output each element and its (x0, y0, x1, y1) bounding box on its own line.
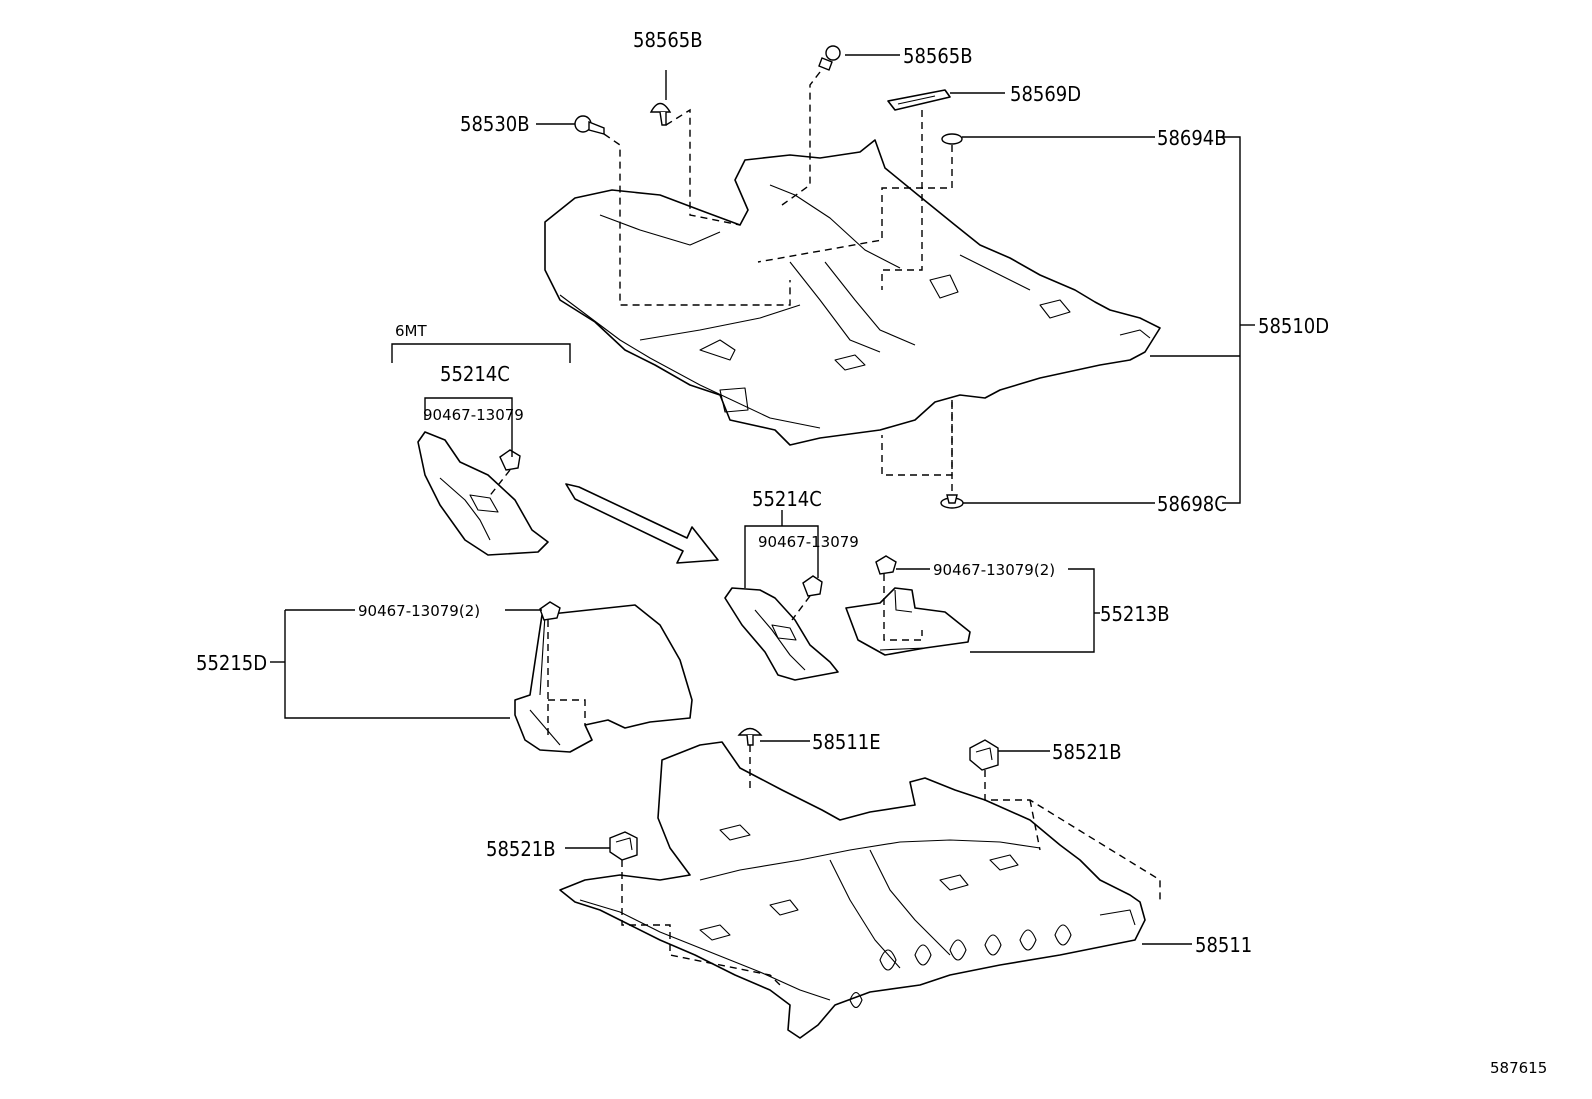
label-58698C: 58698C (1157, 492, 1227, 516)
cap-58698C-icon (940, 494, 964, 509)
label-55214C: 55214C (752, 487, 822, 511)
clip-58565B-icon (818, 45, 841, 71)
label-90467-13079-2: 90467-13079(2) (358, 602, 480, 620)
pedal-pad-55214C-6mt[interactable] (417, 431, 549, 556)
clip-icon (539, 601, 561, 621)
label-90467-13079: 90467-13079 (423, 406, 524, 424)
label-58569D: 58569D (1010, 82, 1081, 106)
label-90467-13079: 90467-13079 (758, 533, 859, 551)
silencer-55213B[interactable] (845, 587, 971, 656)
strip-58569D[interactable] (887, 89, 951, 111)
clip-58511E-icon (737, 727, 763, 746)
label-55214C: 55214C (440, 362, 510, 386)
label-55215D: 55215D (196, 651, 267, 675)
label-58565B: 58565B (903, 44, 973, 68)
label-58565B: 58565B (633, 28, 703, 52)
label-58511E: 58511E (812, 730, 881, 754)
cap-58694B-icon (941, 133, 963, 145)
label-58511: 58511 (1195, 933, 1252, 957)
clip-58565B-icon (649, 102, 672, 126)
pin-58530B-icon (574, 115, 605, 135)
group-label-6mt: 6MT (395, 322, 427, 340)
fastener-58521B-icon (609, 831, 638, 861)
label-90467-13079-2: 90467-13079(2) (933, 561, 1055, 579)
clip-icon (499, 449, 521, 471)
clip-icon (875, 555, 897, 575)
label-55213B: 55213B (1100, 602, 1170, 626)
arrow-icon (565, 483, 719, 564)
floor-carpet-58510D[interactable] (544, 139, 1161, 446)
label-58521B: 58521B (486, 837, 556, 861)
silencer-55215D[interactable] (514, 604, 693, 753)
floor-silencer-58511[interactable] (559, 741, 1146, 1039)
pedal-pad-55214C[interactable] (724, 587, 839, 681)
fastener-58521B-icon (969, 739, 999, 771)
label-58510D: 58510D (1258, 314, 1329, 338)
label-58694B: 58694B (1157, 126, 1227, 150)
label-58521B: 58521B (1052, 740, 1122, 764)
figure-id: 587615 (1490, 1059, 1547, 1077)
label-58530B: 58530B (460, 112, 530, 136)
clip-icon (802, 575, 823, 597)
